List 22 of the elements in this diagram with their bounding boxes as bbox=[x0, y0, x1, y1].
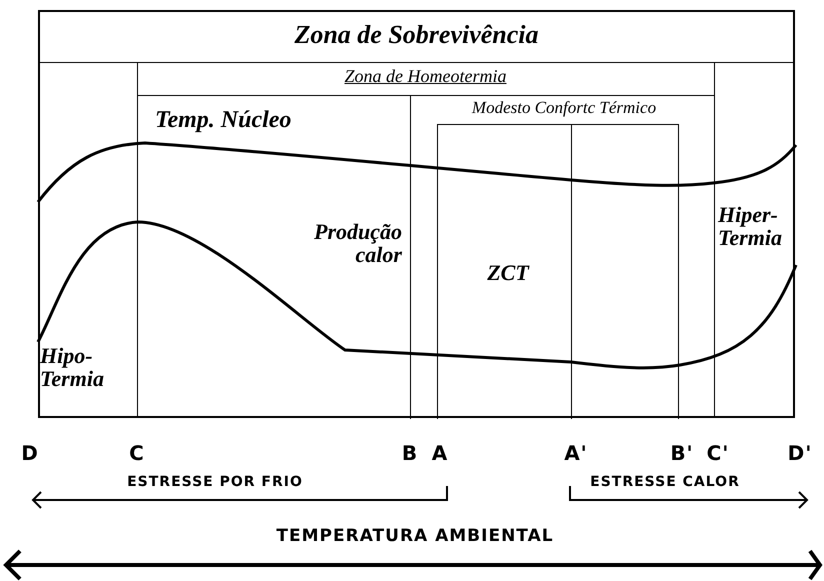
point-label: B bbox=[400, 443, 420, 464]
zone-title: Zona de Homeotermia bbox=[344, 66, 508, 87]
axis-label: TEMPERATURA AMBIENTAL bbox=[275, 528, 555, 546]
zone-label: Hiper- Termia bbox=[718, 203, 783, 250]
range-label: ESTRESSE POR FRIO bbox=[126, 475, 304, 490]
point-label: C' bbox=[706, 443, 730, 464]
point-label: D bbox=[20, 443, 40, 464]
point-label: D' bbox=[786, 443, 814, 464]
thermoneutral-zone-box bbox=[437, 124, 679, 419]
curve-label: Temp. Núcleo bbox=[155, 108, 292, 134]
point-label: B' bbox=[669, 443, 695, 464]
point-label: A bbox=[430, 443, 450, 464]
zone-title: Modesto Confortc Térmico bbox=[470, 98, 658, 118]
zone-label: Hipo- Termia bbox=[40, 344, 105, 390]
survival-zone-box bbox=[38, 10, 795, 418]
homeothermy-zone-box bbox=[137, 62, 715, 418]
point-label: A' bbox=[563, 443, 589, 464]
curve-label: Produção calor bbox=[313, 220, 402, 266]
zone-title: ZCT bbox=[486, 260, 530, 286]
point-label: C bbox=[128, 443, 146, 464]
range-label: ESTRESSE CALOR bbox=[589, 475, 741, 490]
zone-title: Zona de Sobrevivência bbox=[293, 20, 540, 50]
